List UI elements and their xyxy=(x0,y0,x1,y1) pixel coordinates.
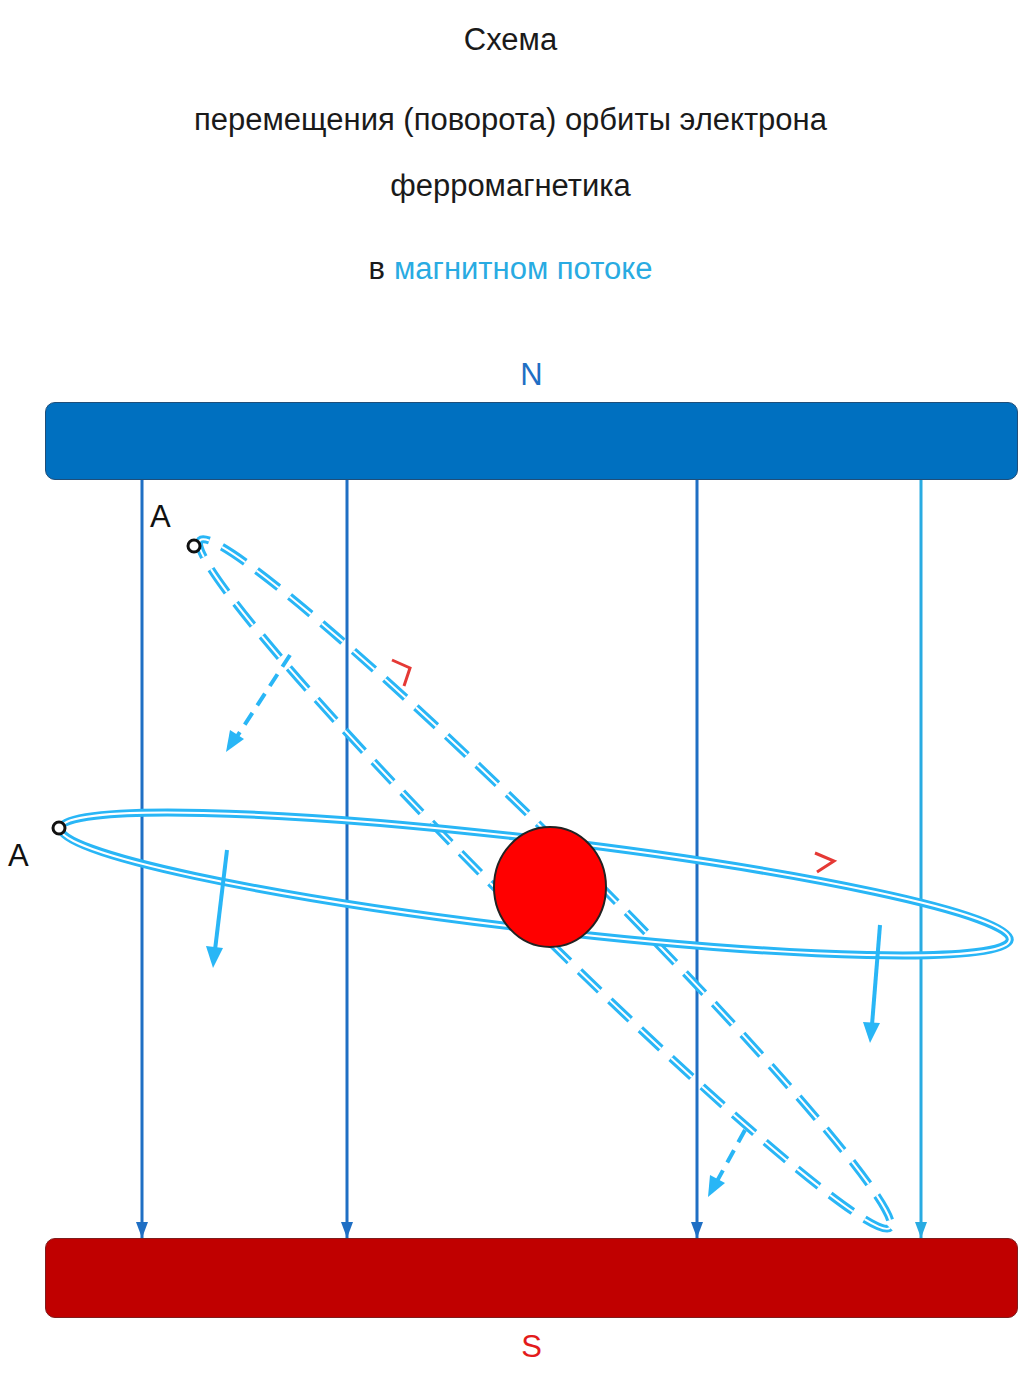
displacement-arrow xyxy=(872,925,880,1025)
point-label: A xyxy=(150,497,190,537)
title-highlight: магнитном потоке xyxy=(394,236,652,302)
pole-label: N xyxy=(46,355,1017,395)
point-marker xyxy=(53,822,65,834)
orbit-direction xyxy=(815,853,834,872)
diagram-title: Схема xyxy=(0,7,1021,73)
initial-orbit xyxy=(173,513,917,1254)
displacement-arrow-head xyxy=(206,946,223,968)
title-line: перемещения (поворота) орбиты электрона … xyxy=(70,87,951,219)
nucleus xyxy=(494,827,606,947)
title-row: вмагнитном потоке xyxy=(0,236,1021,302)
point-marker xyxy=(188,540,200,552)
title-line: в xyxy=(369,236,385,302)
north-pole: N xyxy=(45,402,1018,480)
south-pole: S xyxy=(45,1238,1018,1318)
rotation-arrow xyxy=(236,655,290,738)
field-line xyxy=(346,480,349,1238)
displacement-arrow-head xyxy=(863,1022,880,1043)
field-line xyxy=(141,480,144,1238)
point-label: A xyxy=(8,836,48,876)
field-line xyxy=(920,480,923,1238)
rotation-arrow xyxy=(716,1130,745,1183)
rotated-orbit xyxy=(55,784,1015,985)
rotation-arrow-head xyxy=(226,730,244,752)
orbit-direction xyxy=(392,660,410,686)
rotation-arrow-head xyxy=(708,1175,725,1197)
displacement-arrow xyxy=(215,850,227,950)
pole-label: S xyxy=(46,1327,1017,1367)
